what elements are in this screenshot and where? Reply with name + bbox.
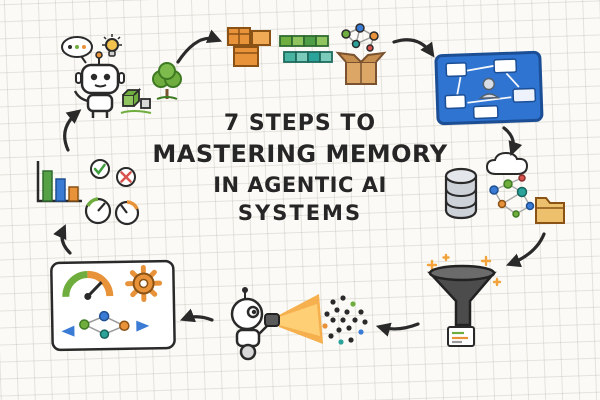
cubes-icon [120,87,152,114]
flow-arrow-7 [53,224,72,255]
node-network-icon [489,174,535,218]
title-line-1: 7 STEPS TO [223,111,377,136]
blue-arrows-icon [61,320,150,337]
flow-arrow-4 [505,232,546,268]
database-icon [444,167,478,220]
step-filtering [420,253,505,352]
robot-side-icon [230,287,280,361]
sparkles-icon [426,253,502,287]
document-icon [447,326,475,347]
light-beam-icon [279,294,323,344]
flowchart-board-icon [434,50,544,126]
title-line-3: IN AGENTIC AI [213,173,387,198]
robot-ideas-icon [61,34,182,118]
step-memory-blocks [222,20,392,104]
crates-icon [227,27,271,67]
mini-network-icon [79,310,130,339]
gear-icon [125,264,163,302]
robot-searchlight-icon [230,287,368,361]
step-architecture [432,46,547,134]
check-badge-icon [90,159,110,179]
cloud-icon [485,151,529,175]
metrics-chart-icon [36,159,140,226]
dial-gauges-icon [84,197,140,226]
memory-blocks-icon [227,23,387,85]
flow-arrow-5 [375,322,420,337]
flow-arrow-8 [63,109,82,152]
speedometer-icon [62,270,114,300]
database-network-icon [444,151,565,224]
gauge-dashboard-icon [50,259,176,352]
title-line-4: SYSTEMS [237,201,363,226]
tree-icon [152,62,182,100]
speech-bubble-icon [61,36,93,64]
step-metrics [30,155,150,239]
lightbulb-icon [102,34,122,57]
flow-arrow-1 [176,29,223,64]
title-line-2: MASTERING MEMORY [152,140,448,169]
flow-arrow-3 [502,126,523,157]
step-evaluation [47,257,179,358]
filter-funnel-icon [426,253,502,347]
funnel-icon [427,264,497,327]
step-ideation [55,33,185,132]
memory-strips-icon [279,35,333,63]
flow-arrow-2 [392,38,435,58]
robot-icon [73,51,125,118]
step-retrieval [215,282,375,376]
dot-cluster-icon [322,295,368,345]
folder-icon [535,197,565,224]
step-data-storage [438,150,568,244]
person-icon [478,77,501,100]
bar-chart-icon [36,161,82,203]
flow-arrow-6 [179,308,214,323]
graph-nodes-icon [341,23,379,52]
cross-badge-icon [116,167,136,187]
cardboard-box-icon [335,51,387,85]
page-title: 7 STEPS TO MASTERING MEMORY IN AGENTIC A… [140,112,460,224]
